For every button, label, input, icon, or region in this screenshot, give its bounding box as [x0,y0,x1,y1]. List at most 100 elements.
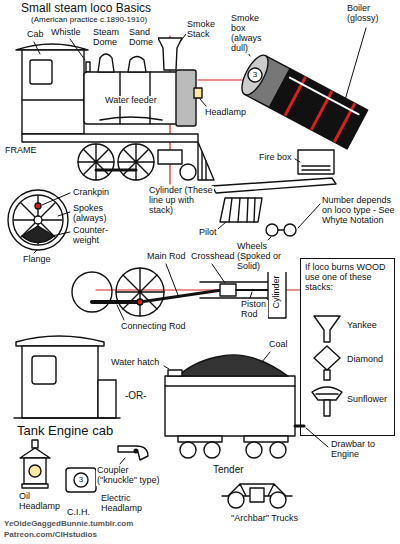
wood-stack-drawings [324,370,330,380]
valve-gear-diagram [220,284,236,296]
part-label: Pilot [198,228,218,238]
side-view-locomotive [78,144,114,180]
side-view-locomotive [194,88,202,98]
exploded-boiler [266,224,278,236]
oil-headlamp-drawing [29,465,41,477]
side-view-locomotive [16,38,214,180]
part-label: Smoke Stack [186,20,222,40]
signature: C.I.H. [66,508,91,518]
part-label: Boiler (glossy) [346,4,396,24]
number-plate: 3 [78,476,84,485]
drive-wheel-detail [8,190,68,250]
tender [270,442,286,458]
part-label: Steam Dome [92,28,124,48]
part-label: Water feeder [104,96,158,106]
exploded-boiler [237,51,368,149]
wood-stack-drawings [314,346,340,370]
leader-line [295,159,300,162]
valve-gear-diagram [140,290,222,302]
tender [204,442,220,458]
coupler-drawing [118,446,148,460]
leader-line [164,366,169,369]
side-view-locomotive [22,134,198,142]
stack-name: Yankee [347,321,377,331]
oil-headlamp-drawing [24,458,46,484]
leader-line [34,28,366,464]
leader-line [52,232,70,236]
tender [244,436,288,442]
note-heading: If loco burns WOOD use one of these stac… [305,263,390,293]
archbar-truck-drawing [250,488,264,502]
part-label: Electric Headlamp [100,494,154,514]
side-view-locomotive [98,54,114,72]
tender [178,436,222,442]
tank-engine-cab [14,336,120,418]
side-view-locomotive [30,60,52,84]
tank-engine-cab [14,417,120,418]
part-label: Oil Headlamp [18,492,64,512]
leader-line [34,250,37,253]
exploded-boiler [290,78,359,115]
drive-wheel-detail [22,226,54,242]
tender [180,442,196,458]
wood-stack-drawings [312,387,342,400]
part-label: Wheels (Spoked or Solid) [236,242,302,272]
exploded-boiler [229,198,255,222]
part-label: -OR- [124,390,148,401]
part-label: FRAME [4,146,38,156]
drive-wheel-detail [8,190,68,250]
valve-gear-diagram [137,299,143,305]
watermark: Patreon.com/CIHstudios [3,531,98,540]
side-view-locomotive [180,164,196,180]
leader-line [34,42,40,54]
drive-wheel-detail [14,196,62,244]
tank-engine-cab [22,346,98,418]
tender [165,355,304,458]
alignment-guide [198,79,244,80]
leader-line [306,428,328,447]
leader-line [345,28,366,100]
tank-engine-cab [32,356,56,384]
side-view-locomotive [128,57,146,73]
part-label: Tank Engine cab [16,424,114,438]
archbar-truck-drawing [270,492,286,508]
drive-wheel-detail [13,195,63,245]
leader-line [70,39,85,60]
oil-headlamp-drawing [22,484,48,488]
part-label: Piston Rod [240,300,268,320]
tank-engine-cab [98,380,116,418]
side-view-locomotive [22,99,84,100]
side-view-locomotive [78,144,114,180]
valve-gear-diagram [236,289,268,291]
tender [178,355,288,376]
valve-gear-diagram [116,268,164,316]
electric-headlamp-drawing [66,468,96,492]
stack-name: Diamond [347,355,383,365]
part-label: Coupler ("knuckle" type) [96,466,164,486]
wood-stack-drawings [314,316,340,342]
wood-stack-drawings [312,316,342,416]
side-view-locomotive [22,50,84,134]
part-label: Flange [22,255,52,265]
subtitle: (American practice c.1890-1910) [30,16,148,25]
leader-line [218,222,226,229]
exploded-boiler [284,224,296,236]
leader-line [42,193,70,205]
oil-headlamp-drawing [20,448,50,458]
side-view-locomotive [198,142,214,180]
part-label: Cylinder (These line up with stack) [148,186,214,216]
part-label: Coal [268,340,289,350]
valve-gear-diagram [268,266,286,318]
exploded-boiler [237,51,274,98]
side-view-locomotive [202,152,206,180]
part-label: Smoke box (always dull) [230,14,276,54]
side-view-locomotive [118,144,154,180]
tender [168,370,182,376]
wood-stack-drawings [324,400,330,416]
drive-wheel-detail [34,216,42,224]
tender [165,385,295,386]
exploded-boiler [246,66,265,85]
part-label: Tender [212,464,245,475]
leader-line [200,99,206,106]
page-title: Small steam loco Basics [20,2,152,15]
